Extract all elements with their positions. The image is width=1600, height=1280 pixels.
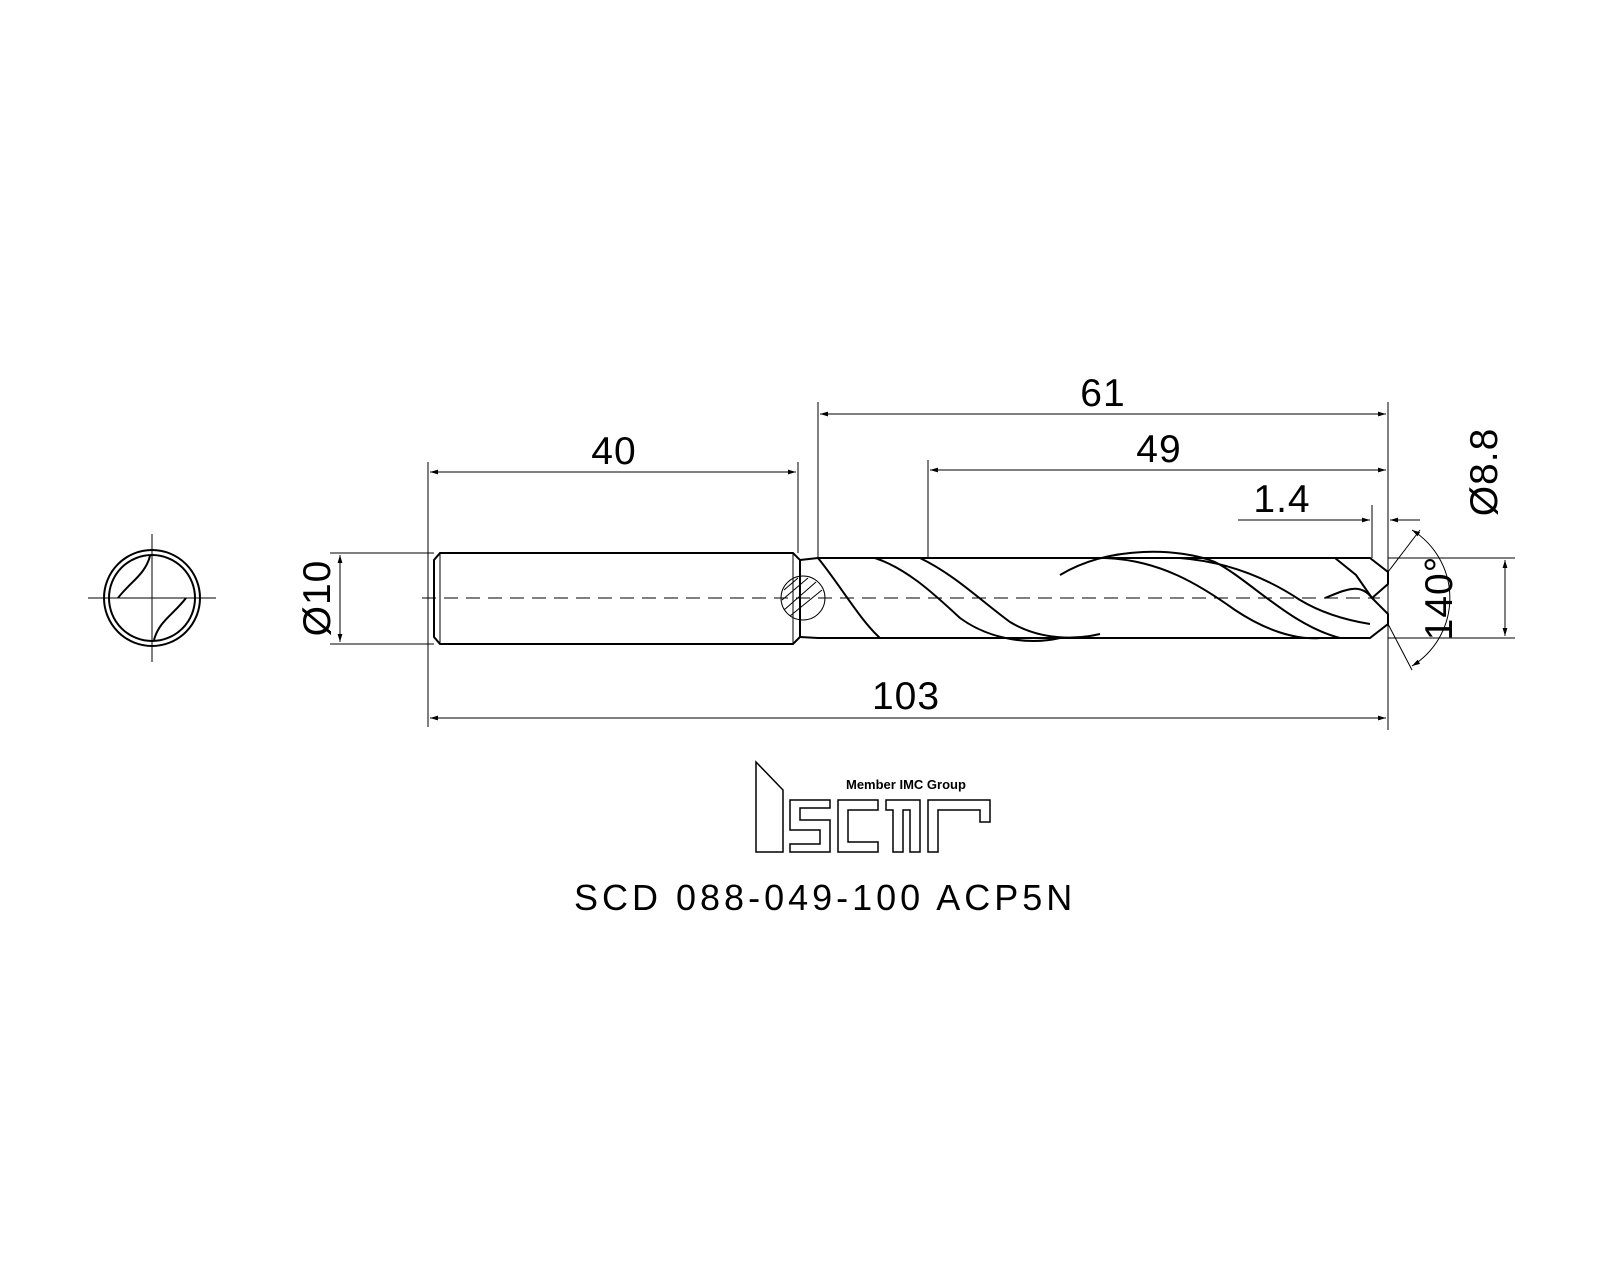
extension-lines	[330, 402, 1515, 730]
logo-wordmark-mark	[755, 760, 991, 853]
logo-tagline: Member IMC Group	[846, 777, 966, 792]
brand-logo: Member IMC Group	[755, 760, 991, 853]
dim-shank-diameter: Ø10	[296, 560, 339, 637]
dimension-lines	[337, 411, 1508, 721]
drill-side-view	[422, 550, 1389, 645]
dim-overall-length: 103	[872, 675, 940, 718]
part-number: SCD 088-049-100 ACP5N	[574, 877, 1076, 918]
dim-shank-length: 40	[591, 430, 636, 473]
dim-point-angle: 140°	[1418, 556, 1461, 641]
dim-tip-offset: 1.4	[1253, 478, 1310, 521]
dim-cutting-length: 49	[1136, 428, 1181, 471]
dim-drill-diameter: Ø8.8	[1463, 428, 1506, 517]
dim-flute-length: 61	[1080, 372, 1125, 415]
end-view	[88, 534, 216, 662]
